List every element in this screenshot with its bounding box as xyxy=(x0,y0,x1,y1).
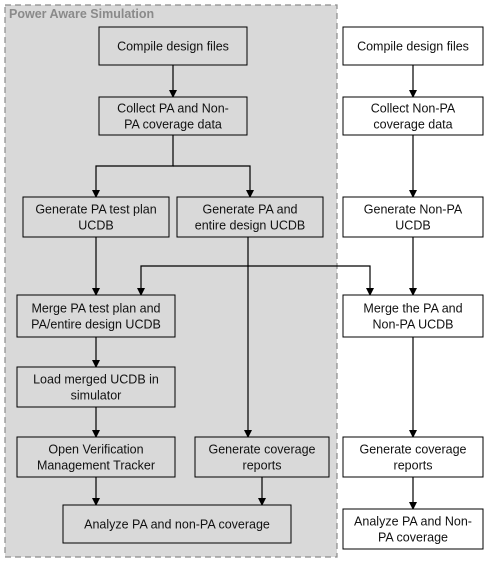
node-box xyxy=(98,26,248,66)
node-box xyxy=(98,96,248,136)
node-label-line: coverage data xyxy=(373,118,452,132)
edge-pa-collect-to-pa-gen-entire xyxy=(173,165,254,198)
group-title: Power Aware Simulation xyxy=(9,7,154,21)
node-box xyxy=(342,508,484,550)
node-label-line: Generate Non-PA xyxy=(364,203,463,217)
node-pa-analyze: Analyze PA and non-PA coverage xyxy=(62,504,292,544)
node-label-line: Analyze PA and Non- xyxy=(354,515,472,529)
node-box xyxy=(16,436,176,478)
node-label-line: PA coverage data xyxy=(124,118,222,132)
edge-pa-gen-entire-to-pa-merge xyxy=(137,265,248,296)
node-label-line: Analyze PA and non-PA coverage xyxy=(84,518,270,532)
node-label-line: Collect Non-PA xyxy=(371,102,456,116)
node-box xyxy=(194,436,330,478)
node-np-analyze: Analyze PA and Non- PA coverage xyxy=(342,508,484,550)
node-label-line: Generate coverage xyxy=(208,443,315,457)
node-box xyxy=(22,196,170,238)
node-pa-load: Load merged UCDB in simulator xyxy=(16,366,176,408)
node-label-line: Merge PA test plan and xyxy=(31,302,160,316)
node-label-line: Compile design files xyxy=(117,40,229,54)
node-label-line: Non-PA UCDB xyxy=(372,318,453,332)
node-label-line: Compile design files xyxy=(357,40,469,54)
node-box xyxy=(16,294,176,338)
node-label-line: PA coverage xyxy=(378,531,448,545)
node-box xyxy=(62,504,292,544)
connectors xyxy=(92,65,417,510)
node-label-line: reports xyxy=(394,459,433,473)
node-box xyxy=(16,366,176,408)
node-label-line: reports xyxy=(243,459,282,473)
node-label-line: simulator xyxy=(71,389,122,403)
node-label-line: PA/entire design UCDB xyxy=(31,318,161,332)
node-label-line: Load merged UCDB in xyxy=(33,373,159,387)
node-np-compile: Compile design files xyxy=(342,26,484,66)
node-label-line: Collect PA and Non- xyxy=(117,102,229,116)
node-np-gen-reports: Generate coverage reports xyxy=(342,436,484,478)
node-label-line: Open Verification xyxy=(48,443,143,457)
node-box xyxy=(342,196,484,238)
node-np-generate: Generate Non-PA UCDB xyxy=(342,196,484,238)
node-label-line: UCDB xyxy=(395,219,430,233)
node-label-line: Generate coverage xyxy=(359,443,466,457)
node-pa-compile: Compile design files xyxy=(98,26,248,66)
node-label-line: Generate PA test plan xyxy=(35,203,156,217)
node-label-line: Merge the PA and xyxy=(363,302,462,316)
node-np-collect: Collect Non-PA coverage data xyxy=(342,96,484,136)
node-box xyxy=(342,294,484,338)
node-pa-gen-entire: Generate PA and entire design UCDB xyxy=(176,196,324,238)
edge-pa-collect-to-pa-gen-testplan xyxy=(92,135,174,198)
node-box xyxy=(342,436,484,478)
node-label-line: UCDB xyxy=(78,219,113,233)
node-box xyxy=(342,96,484,136)
node-box xyxy=(176,196,324,238)
node-pa-collect: Collect PA and Non- PA coverage data xyxy=(98,96,248,136)
node-label-line: entire design UCDB xyxy=(195,219,305,233)
node-label-line: Management Tracker xyxy=(37,459,155,473)
node-pa-gen-reports: Generate coverage reports xyxy=(194,436,330,478)
node-box xyxy=(342,26,484,66)
node-label-line: Generate PA and xyxy=(203,203,298,217)
edge-pa-gen-entire-to-np-merge xyxy=(248,265,374,296)
